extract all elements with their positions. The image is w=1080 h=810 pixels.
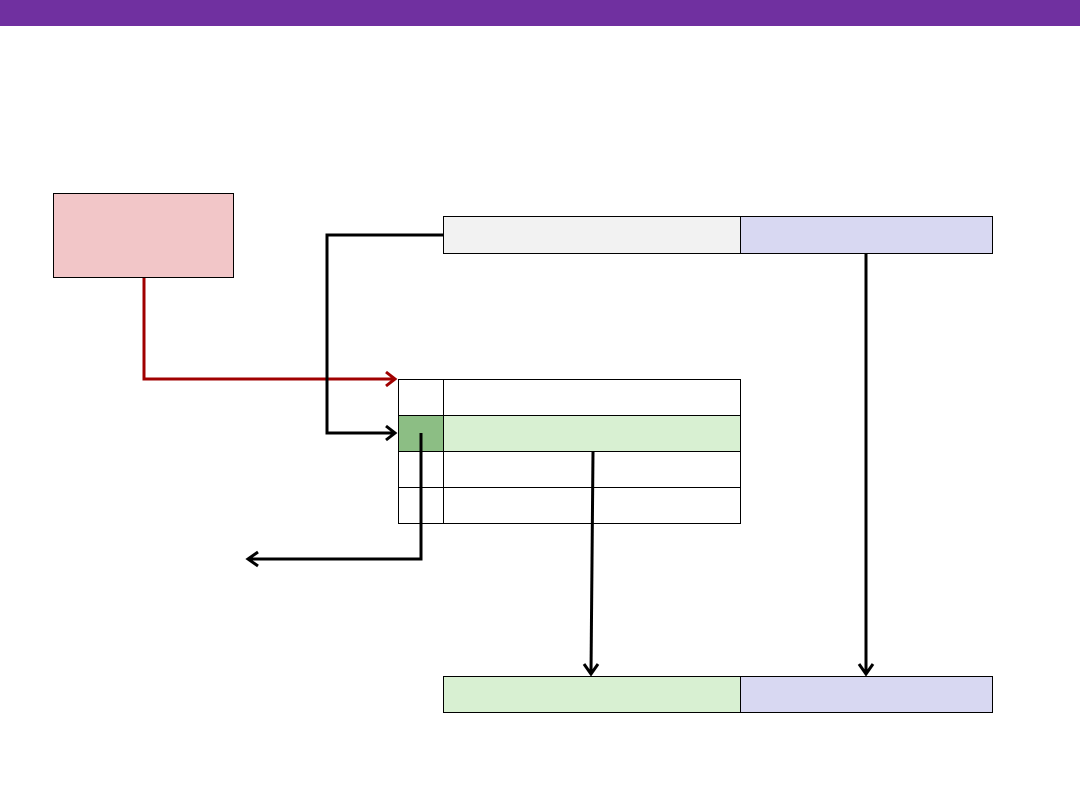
header-bar xyxy=(0,0,1080,26)
arrowhead-row2 xyxy=(385,424,398,442)
source-box xyxy=(53,193,234,278)
table-row-3-value xyxy=(444,452,740,488)
table-row-2-index xyxy=(399,416,444,452)
table-row-3-index xyxy=(399,452,444,488)
top-record xyxy=(443,216,993,254)
arrowhead-result-left xyxy=(582,663,600,677)
result-record-right-field xyxy=(741,677,992,712)
result-record xyxy=(443,676,993,713)
arrowhead-left xyxy=(245,550,259,568)
arrowhead-result-right xyxy=(857,663,875,677)
table-row-1-value xyxy=(444,380,740,416)
top-record-right-field xyxy=(741,217,992,253)
table-row-1-index xyxy=(399,380,444,416)
arrow-row2-index-out xyxy=(250,433,423,561)
table-row-2-value xyxy=(444,416,740,452)
lookup-table xyxy=(398,379,741,524)
table-row-4-index xyxy=(399,488,444,523)
red-arrowhead xyxy=(385,370,398,388)
red-arrow-source-to-row1 xyxy=(142,278,394,381)
top-record-left-field xyxy=(444,217,741,253)
result-record-left-field xyxy=(444,677,741,712)
table-row-4-value xyxy=(444,488,740,523)
